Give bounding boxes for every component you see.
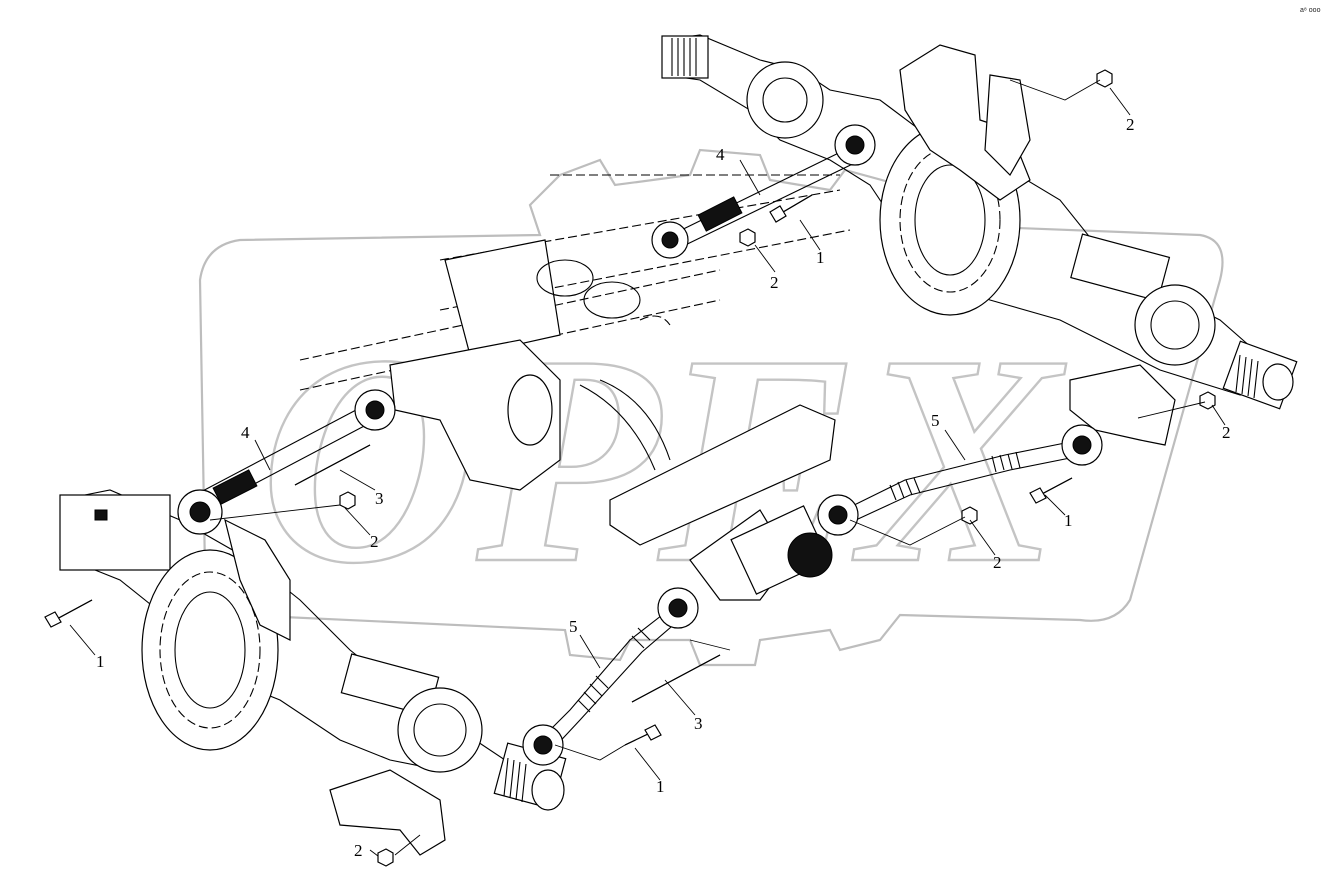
torque-rod-lower	[177, 389, 396, 535]
front-hub-right-thread	[503, 757, 527, 803]
front-axle-assembly	[59, 489, 567, 856]
torque-rod-front-thread	[577, 627, 651, 713]
torque-rod-lower-thread	[212, 469, 258, 505]
corner-mark: a⁸ ooo	[1300, 7, 1321, 14]
torque-rod-right	[817, 424, 1103, 536]
callout-number: 5	[931, 411, 940, 430]
frame-crossmember	[299, 174, 851, 491]
rear-hub-right-thread	[1235, 354, 1259, 399]
rear-spring-pad-right	[1070, 233, 1171, 302]
frame-bracket-center	[389, 339, 561, 491]
air-chamber-end	[787, 532, 833, 578]
nut	[739, 228, 756, 247]
front-spring-pad-left	[59, 494, 171, 571]
rear-spring-seat	[1069, 364, 1176, 446]
callout-number: 1	[96, 652, 105, 671]
air-chamber	[730, 505, 830, 595]
callout-number: 2	[354, 841, 363, 860]
watermark: OPEX	[198, 148, 1224, 667]
nut	[339, 491, 356, 510]
bolt	[1029, 477, 1073, 504]
callout-number: 1	[816, 248, 825, 267]
front-spring-seat	[329, 769, 446, 856]
watermark-text: OPEX	[260, 293, 1066, 625]
callout-number: 3	[694, 714, 703, 733]
bolt	[769, 194, 813, 223]
front-center-bracket	[224, 518, 291, 641]
fasteners	[44, 69, 1216, 867]
frame-plate-right	[609, 404, 836, 546]
callout-number: 1	[656, 777, 665, 796]
callout-number: 5	[569, 617, 578, 636]
callout-number: 2	[370, 532, 379, 551]
callout-number: 2	[1126, 115, 1135, 134]
front-right-flange	[397, 687, 483, 773]
bolt	[624, 724, 662, 746]
rear-left-flange	[746, 61, 824, 139]
nut	[1199, 391, 1216, 410]
leader-lines	[69, 79, 1226, 857]
nut	[1096, 69, 1113, 88]
callout-number: 2	[1222, 423, 1231, 442]
rear-hub-left-thread	[671, 38, 697, 76]
frame-bracket-right	[609, 364, 1176, 601]
rear-hub-left	[661, 35, 709, 79]
callout-number: 2	[993, 553, 1002, 572]
torque-rod-upper-thread	[697, 196, 743, 232]
rear-right-flange	[1134, 284, 1216, 366]
callout-number: 2	[770, 273, 779, 292]
rear-axle-assembly	[661, 34, 1298, 410]
callout-number: 1	[1064, 511, 1073, 530]
torque-rod-right-thread	[889, 451, 1021, 501]
stud	[631, 654, 721, 703]
nut	[377, 848, 394, 867]
frame-plate-upper	[444, 239, 561, 356]
callout-number: 4	[716, 145, 725, 164]
torque-rod-upper	[651, 124, 876, 259]
rear-right-bracket	[984, 74, 1031, 176]
front-differential-housing	[141, 549, 279, 751]
stud	[294, 444, 371, 486]
callout-number: 3	[375, 489, 384, 508]
bolt	[44, 599, 93, 628]
torque-rod-front	[522, 587, 699, 766]
watermark-gear-outline	[198, 148, 1224, 667]
callout-number: 4	[241, 423, 250, 442]
nut	[961, 506, 978, 525]
callouts: 2 4 1 2 4 3 2 5 2 1 2 1 5 3 1 2	[96, 115, 1231, 860]
